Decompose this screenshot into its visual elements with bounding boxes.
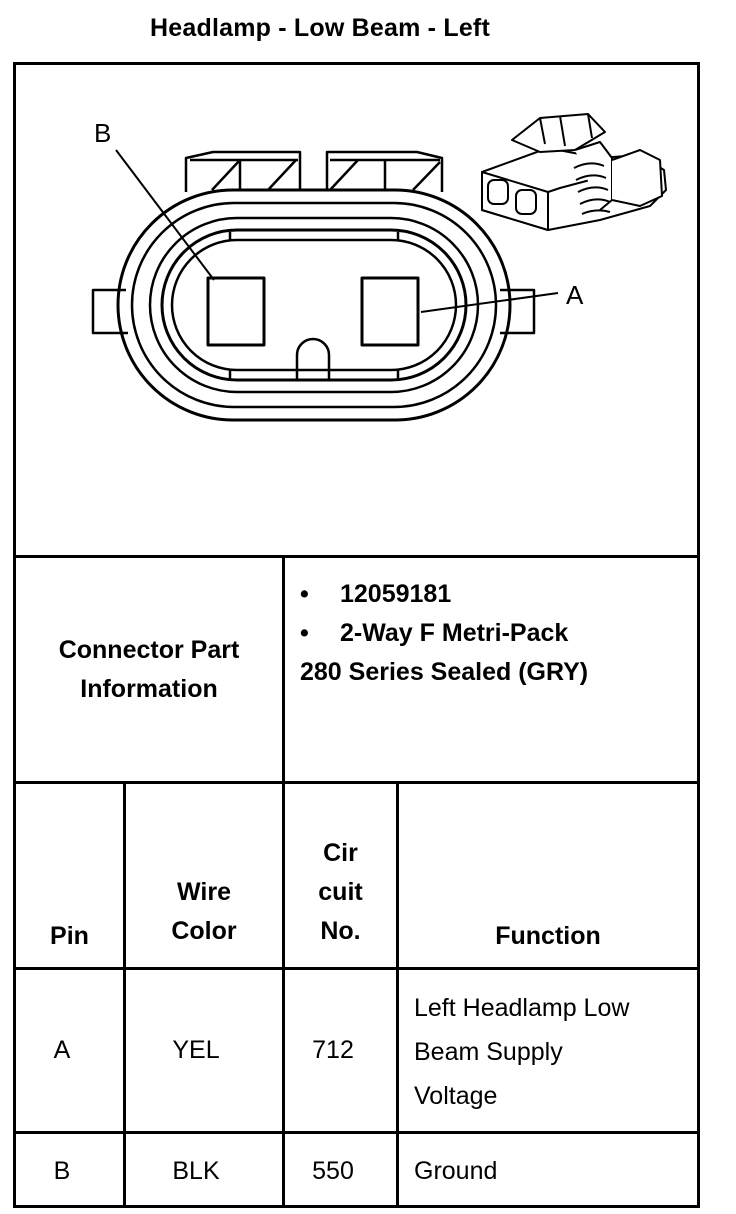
part-description: 2-Way F Metri-Pack xyxy=(340,619,569,647)
connector-info-header: Connector Part Information xyxy=(16,558,282,781)
header-wire-color-line2: Color xyxy=(171,917,237,945)
row-a-function-line3: Voltage xyxy=(414,1082,498,1110)
divider xyxy=(13,781,700,784)
part-series: 280 Series Sealed (GRY) xyxy=(300,658,589,686)
row-b-wire-color: BLK xyxy=(172,1156,220,1185)
header-pin: Pin xyxy=(16,784,123,967)
row-a-circuit: 712 xyxy=(312,1036,354,1064)
row-b-circuit: 550 xyxy=(312,1156,354,1185)
row-a-wire-color: YEL xyxy=(172,1036,220,1064)
bullet: • xyxy=(300,580,309,608)
connector-face-diagram xyxy=(91,113,667,422)
connector-3d-icon xyxy=(481,113,667,231)
divider xyxy=(13,967,700,970)
header-pin-label: Pin xyxy=(50,922,89,950)
bullet: • xyxy=(300,619,309,647)
row-a-function-line2: Beam Supply xyxy=(414,1038,563,1066)
page-title: Headlamp - Low Beam - Left xyxy=(150,14,490,42)
connector-table-frame xyxy=(13,62,700,1208)
header-circuit-line3: No. xyxy=(320,917,361,945)
header-function: Function xyxy=(399,784,697,967)
row-a-function-line1: Left Headlamp Low xyxy=(414,994,630,1022)
row-a-function: Left Headlamp Low Beam Supply Voltage xyxy=(414,986,694,1118)
divider xyxy=(123,782,126,1208)
divider xyxy=(396,782,399,1208)
header-circuit: Cir cuit No. xyxy=(285,784,396,967)
header-wire-color: Wire Color xyxy=(126,784,282,967)
divider xyxy=(282,556,285,1208)
row-b-function: Ground xyxy=(414,1156,498,1185)
divider xyxy=(13,555,700,558)
pin-a-callout: A xyxy=(566,280,584,310)
header-function-label: Function xyxy=(495,922,601,950)
connector-info-list: • 12059181 • 2-Way F Metri-Pack 280 Seri… xyxy=(300,575,588,692)
row-a-pin: A xyxy=(53,1036,71,1064)
pin-b-callout: B xyxy=(94,118,112,148)
connector-info-header-line2: Information xyxy=(80,674,218,703)
header-circuit-line2: cuit xyxy=(318,878,363,906)
divider xyxy=(13,1131,700,1134)
row-b-pin: B xyxy=(53,1156,71,1185)
header-wire-color-line1: Wire xyxy=(177,878,231,906)
part-number: 12059181 xyxy=(340,580,452,608)
header-circuit-line1: Cir xyxy=(323,839,358,867)
connector-info-header-line1: Connector Part xyxy=(58,635,240,664)
